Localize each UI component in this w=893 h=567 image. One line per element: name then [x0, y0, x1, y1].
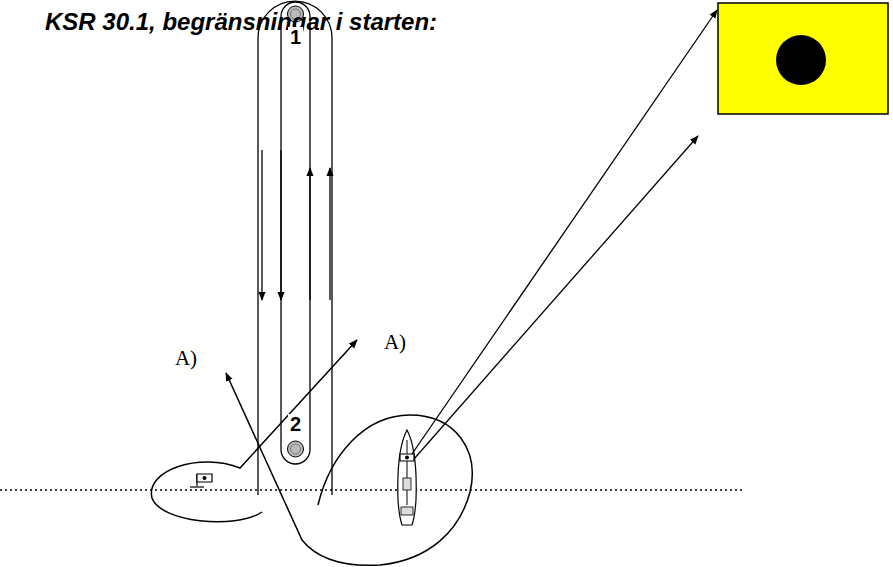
course-arrow: [261, 150, 262, 300]
sailboat: [398, 430, 416, 525]
diagram-title: KSR 30.1, begränsningar i starten:: [45, 10, 437, 34]
mark-number: 1: [288, 27, 303, 47]
flag-circle: [776, 35, 826, 85]
course-arrow: [280, 150, 281, 300]
mark-buoy: [288, 441, 304, 457]
course-outline: [258, 1, 332, 495]
signal-flag: [718, 3, 888, 114]
start-line: [0, 489, 745, 491]
rule-callout: A): [173, 348, 199, 369]
boat-track: [151, 340, 357, 522]
mark-number: 2: [288, 414, 303, 434]
mark-rounding: [281, 2, 310, 464]
flag-icon: [190, 474, 212, 487]
sight-line: [412, 10, 717, 454]
sight-line: [414, 136, 698, 459]
boat-track: [226, 373, 472, 565]
course-arrow: [309, 168, 310, 300]
mark-buoy: [291, 444, 301, 454]
course-arrow: [329, 168, 330, 300]
rule-callout: A): [382, 332, 408, 353]
